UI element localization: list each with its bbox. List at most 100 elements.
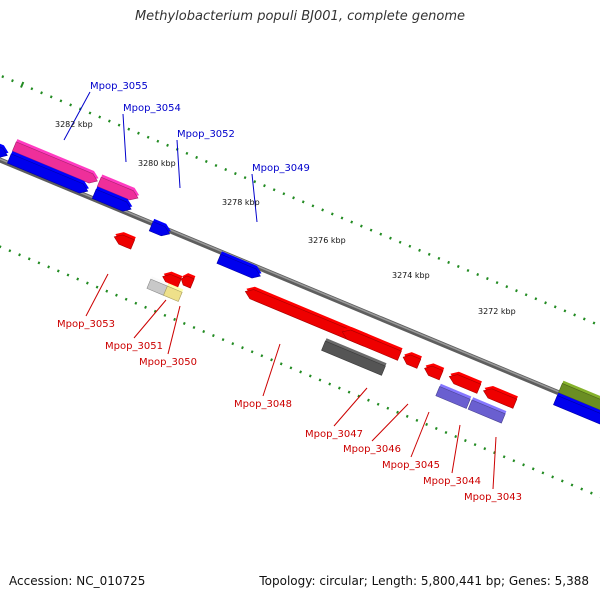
- label-mpop-3049-label: Mpop_3049: [252, 163, 310, 174]
- gene-fwd-3052-body: [148, 221, 171, 237]
- tick-mark: [502, 455, 506, 459]
- tick-mark: [376, 402, 380, 406]
- tick-mark: [134, 301, 138, 305]
- tick-mark: [27, 257, 31, 261]
- tick-mark: [318, 378, 322, 382]
- tick-mark: [495, 281, 499, 285]
- tick-mark: [47, 265, 51, 269]
- gene-rev-3044: [448, 371, 482, 394]
- tick-mark: [253, 180, 257, 184]
- tick-mark: [551, 475, 555, 479]
- tick-mark: [563, 309, 567, 313]
- tick-mark: [107, 119, 111, 123]
- tick-mark: [592, 321, 596, 325]
- tick-mark: [328, 382, 332, 386]
- tick-mark: [69, 103, 73, 107]
- tick-mark: [534, 297, 538, 301]
- tick-mark: [437, 256, 441, 260]
- tick-mark: [1, 75, 5, 79]
- tick-mark: [434, 426, 438, 430]
- tick-mark: [408, 244, 412, 248]
- tick-mark: [263, 184, 266, 188]
- gene-fwd-3049-body: [216, 253, 261, 279]
- tick-mark: [427, 252, 431, 256]
- gene-pink-a: [11, 139, 99, 184]
- gene-rev-3045b-body: [424, 365, 444, 381]
- label-mpop-3054-leader: [122, 113, 127, 163]
- gene-rev-3044-body: [448, 374, 482, 394]
- tick-mark: [40, 91, 43, 95]
- tick-mark: [124, 297, 128, 301]
- tick-mark: [476, 273, 480, 277]
- gene-fwd-right-body: [553, 395, 600, 426]
- tick-mark: [357, 394, 361, 398]
- gene-pink-b: [96, 174, 140, 201]
- tick-mark: [580, 487, 584, 491]
- tick-mark: [163, 313, 167, 317]
- tick-mark: [292, 196, 295, 200]
- gene-labels: Mpop_3055Mpop_3054Mpop_3052Mpop_3049Mpop…: [57, 81, 522, 503]
- tick-mark: [231, 342, 235, 346]
- tick-mark: [582, 317, 586, 321]
- tick-mark: [127, 127, 131, 131]
- tick-label-5: 3272 kbp: [478, 307, 516, 316]
- tick-mark: [182, 321, 186, 326]
- tick-mark: [396, 410, 399, 414]
- tick-mark: [233, 172, 237, 176]
- label-mpop-3049-leader: [251, 173, 258, 223]
- label-mpop-3052-leader: [176, 139, 181, 189]
- tick-mark: [30, 87, 34, 91]
- tick-mark: [454, 435, 458, 439]
- gene-gray-3047: [321, 338, 387, 376]
- gene-rev-3045-body: [402, 354, 422, 369]
- tick-mark: [282, 192, 286, 196]
- label-mpop-3046-leader: [371, 403, 409, 442]
- tick-mark: [241, 346, 244, 350]
- tick-mark: [522, 463, 525, 467]
- tick-mark: [367, 398, 370, 402]
- tick-mark: [483, 447, 487, 451]
- tick-mark: [115, 293, 118, 297]
- tick-mark: [270, 358, 273, 362]
- gene-fwd-3055: [6, 151, 89, 194]
- tick-mark: [321, 208, 325, 212]
- tick-mark: [386, 406, 390, 410]
- tick-mark: [88, 111, 92, 115]
- label-mpop-3045-leader: [410, 411, 430, 458]
- tick-mark: [418, 248, 421, 252]
- tick-mark: [359, 224, 363, 228]
- tick-mark: [473, 443, 477, 447]
- tick-mark: [144, 305, 147, 309]
- label-mpop-3048-leader: [262, 343, 281, 397]
- label-mpop-3053-label: Mpop_3053: [57, 319, 115, 330]
- tick-mark: [398, 240, 402, 244]
- tick-mark: [347, 390, 351, 394]
- label-mpop-3055-label: Mpop_3055: [90, 81, 148, 92]
- gene-pink-a-body: [11, 141, 98, 184]
- tick-label-1: 3280 kbp: [138, 159, 176, 168]
- tick-mark: [95, 285, 99, 289]
- gene-rev-3046: [341, 327, 403, 361]
- tick-mark: [66, 273, 70, 277]
- tick-mark: [85, 281, 89, 285]
- tick-mark: [221, 338, 225, 342]
- gene-fwd-3054-body: [91, 188, 132, 212]
- tick-mark: [185, 151, 189, 155]
- tick-mark: [20, 81, 25, 88]
- tick-mark: [512, 459, 516, 463]
- gene-purple-3043-body: [467, 399, 506, 424]
- gene-olive: [558, 380, 600, 412]
- tick-mark: [311, 204, 315, 208]
- gene-fwd-left-body: [0, 138, 8, 158]
- gene-rev-3043-body: [482, 388, 518, 409]
- gene-fwd-right: [553, 392, 600, 426]
- gene-yellow-3050-body: [163, 285, 183, 302]
- label-mpop-3044-label: Mpop_3044: [423, 476, 481, 487]
- tick-mark: [250, 350, 254, 354]
- label-mpop-3054-label: Mpop_3054: [123, 103, 181, 114]
- tick-dots: [0, 75, 600, 499]
- tick-mark: [456, 264, 460, 268]
- tick-mark: [425, 422, 429, 426]
